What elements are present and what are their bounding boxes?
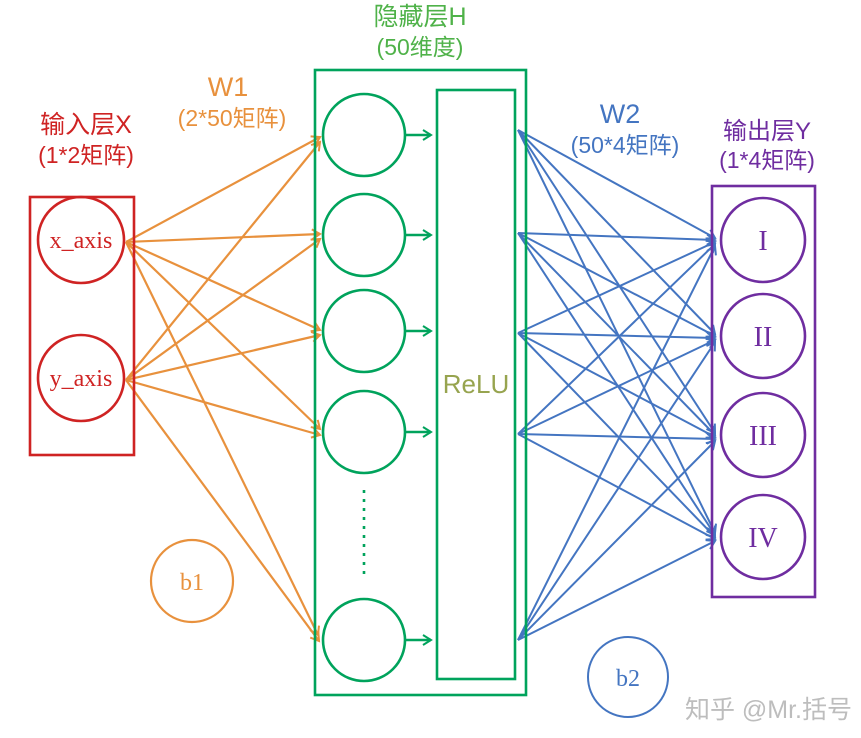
input-node-y-label: y_axis bbox=[50, 366, 113, 392]
w1-arrow bbox=[125, 241, 320, 637]
input-node-y bbox=[36, 333, 126, 423]
watermark-text: 知乎 @Mr.括号 bbox=[685, 696, 852, 724]
w2-arrow bbox=[517, 129, 717, 535]
w2-arrow bbox=[517, 129, 717, 336]
w2-arrow bbox=[517, 244, 717, 641]
w2-arrow bbox=[517, 232, 717, 338]
hidden-node bbox=[321, 92, 407, 178]
output-node-label: I bbox=[758, 226, 767, 257]
w1-arrow bbox=[125, 330, 322, 382]
w2-arrow bbox=[517, 432, 717, 445]
output-layer-subtitle: (1*4矩阵) bbox=[719, 147, 815, 173]
w2-arrow bbox=[517, 129, 717, 435]
w2-arrow bbox=[517, 332, 717, 439]
b1-label: b1 bbox=[180, 570, 204, 596]
input-layer-group: 输入层X (1*2矩阵) x_axis y_axis bbox=[28, 111, 136, 457]
w1-arrow bbox=[125, 378, 322, 439]
w2-arrow bbox=[517, 439, 717, 641]
output-node-label: III bbox=[749, 421, 777, 452]
relu-box bbox=[435, 88, 517, 681]
output-layer-group: 输出层Y (1*4矩阵) I II III IV bbox=[710, 118, 817, 599]
w2-arrow bbox=[517, 232, 717, 246]
w2-arrow bbox=[517, 340, 717, 641]
w1-arrows-group bbox=[125, 135, 322, 643]
hidden-node bbox=[321, 288, 407, 374]
output-node-label: IV bbox=[748, 523, 778, 554]
w2-arrow bbox=[517, 433, 717, 541]
output-node bbox=[719, 493, 807, 581]
output-node bbox=[719, 196, 807, 284]
w2-arrow bbox=[517, 337, 717, 435]
input-layer-title: 输入层X bbox=[40, 111, 132, 139]
hidden-layer-title: 隐藏层H bbox=[373, 3, 466, 31]
w1-arrow bbox=[125, 140, 322, 381]
w2-arrow bbox=[517, 331, 717, 344]
b2-node bbox=[587, 636, 669, 718]
w2-arrow bbox=[517, 129, 717, 240]
hidden-layer-subtitle: (50维度) bbox=[377, 34, 464, 60]
w1-arrow bbox=[125, 240, 322, 333]
input-node-x bbox=[36, 195, 126, 285]
output-node bbox=[719, 292, 807, 380]
b2-label: b2 bbox=[616, 666, 640, 692]
hidden-node bbox=[321, 389, 407, 475]
w2-arrow bbox=[517, 242, 717, 435]
w2-arrow bbox=[517, 239, 717, 334]
hidden-node bbox=[321, 597, 407, 683]
w2-arrow bbox=[517, 332, 717, 539]
w2-label: W2 bbox=[600, 99, 641, 129]
output-node bbox=[719, 391, 807, 479]
hidden-layer-box bbox=[313, 68, 528, 697]
input-node-x-label: x_axis bbox=[50, 228, 113, 254]
w1-arrow bbox=[125, 241, 322, 431]
w2-group: W2 (50*4矩阵) b2 bbox=[571, 99, 680, 718]
w1-arrow bbox=[125, 135, 322, 243]
w2-arrow bbox=[517, 539, 717, 641]
b1-node bbox=[149, 538, 235, 624]
w1-arrow bbox=[125, 237, 322, 381]
w1-group: W1 (2*50矩阵) b1 bbox=[149, 72, 287, 624]
w2-subtitle: (50*4矩阵) bbox=[571, 132, 680, 158]
w1-subtitle: (2*50矩阵) bbox=[178, 105, 287, 131]
output-layer-box bbox=[710, 184, 817, 599]
w1-label: W1 bbox=[208, 72, 249, 102]
hidden-layer-group: 隐藏层H (50维度) ReLU bbox=[313, 3, 528, 697]
w2-arrow bbox=[517, 232, 717, 437]
relu-label: ReLU bbox=[443, 369, 509, 399]
w2-arrows-group bbox=[517, 129, 717, 641]
output-node-label: II bbox=[754, 322, 773, 353]
input-layer-subtitle: (1*2矩阵) bbox=[38, 142, 134, 168]
w1-arrow bbox=[125, 228, 322, 244]
w1-arrow bbox=[125, 379, 321, 643]
hidden-node bbox=[321, 192, 407, 278]
output-layer-title: 输出层Y bbox=[723, 118, 811, 145]
